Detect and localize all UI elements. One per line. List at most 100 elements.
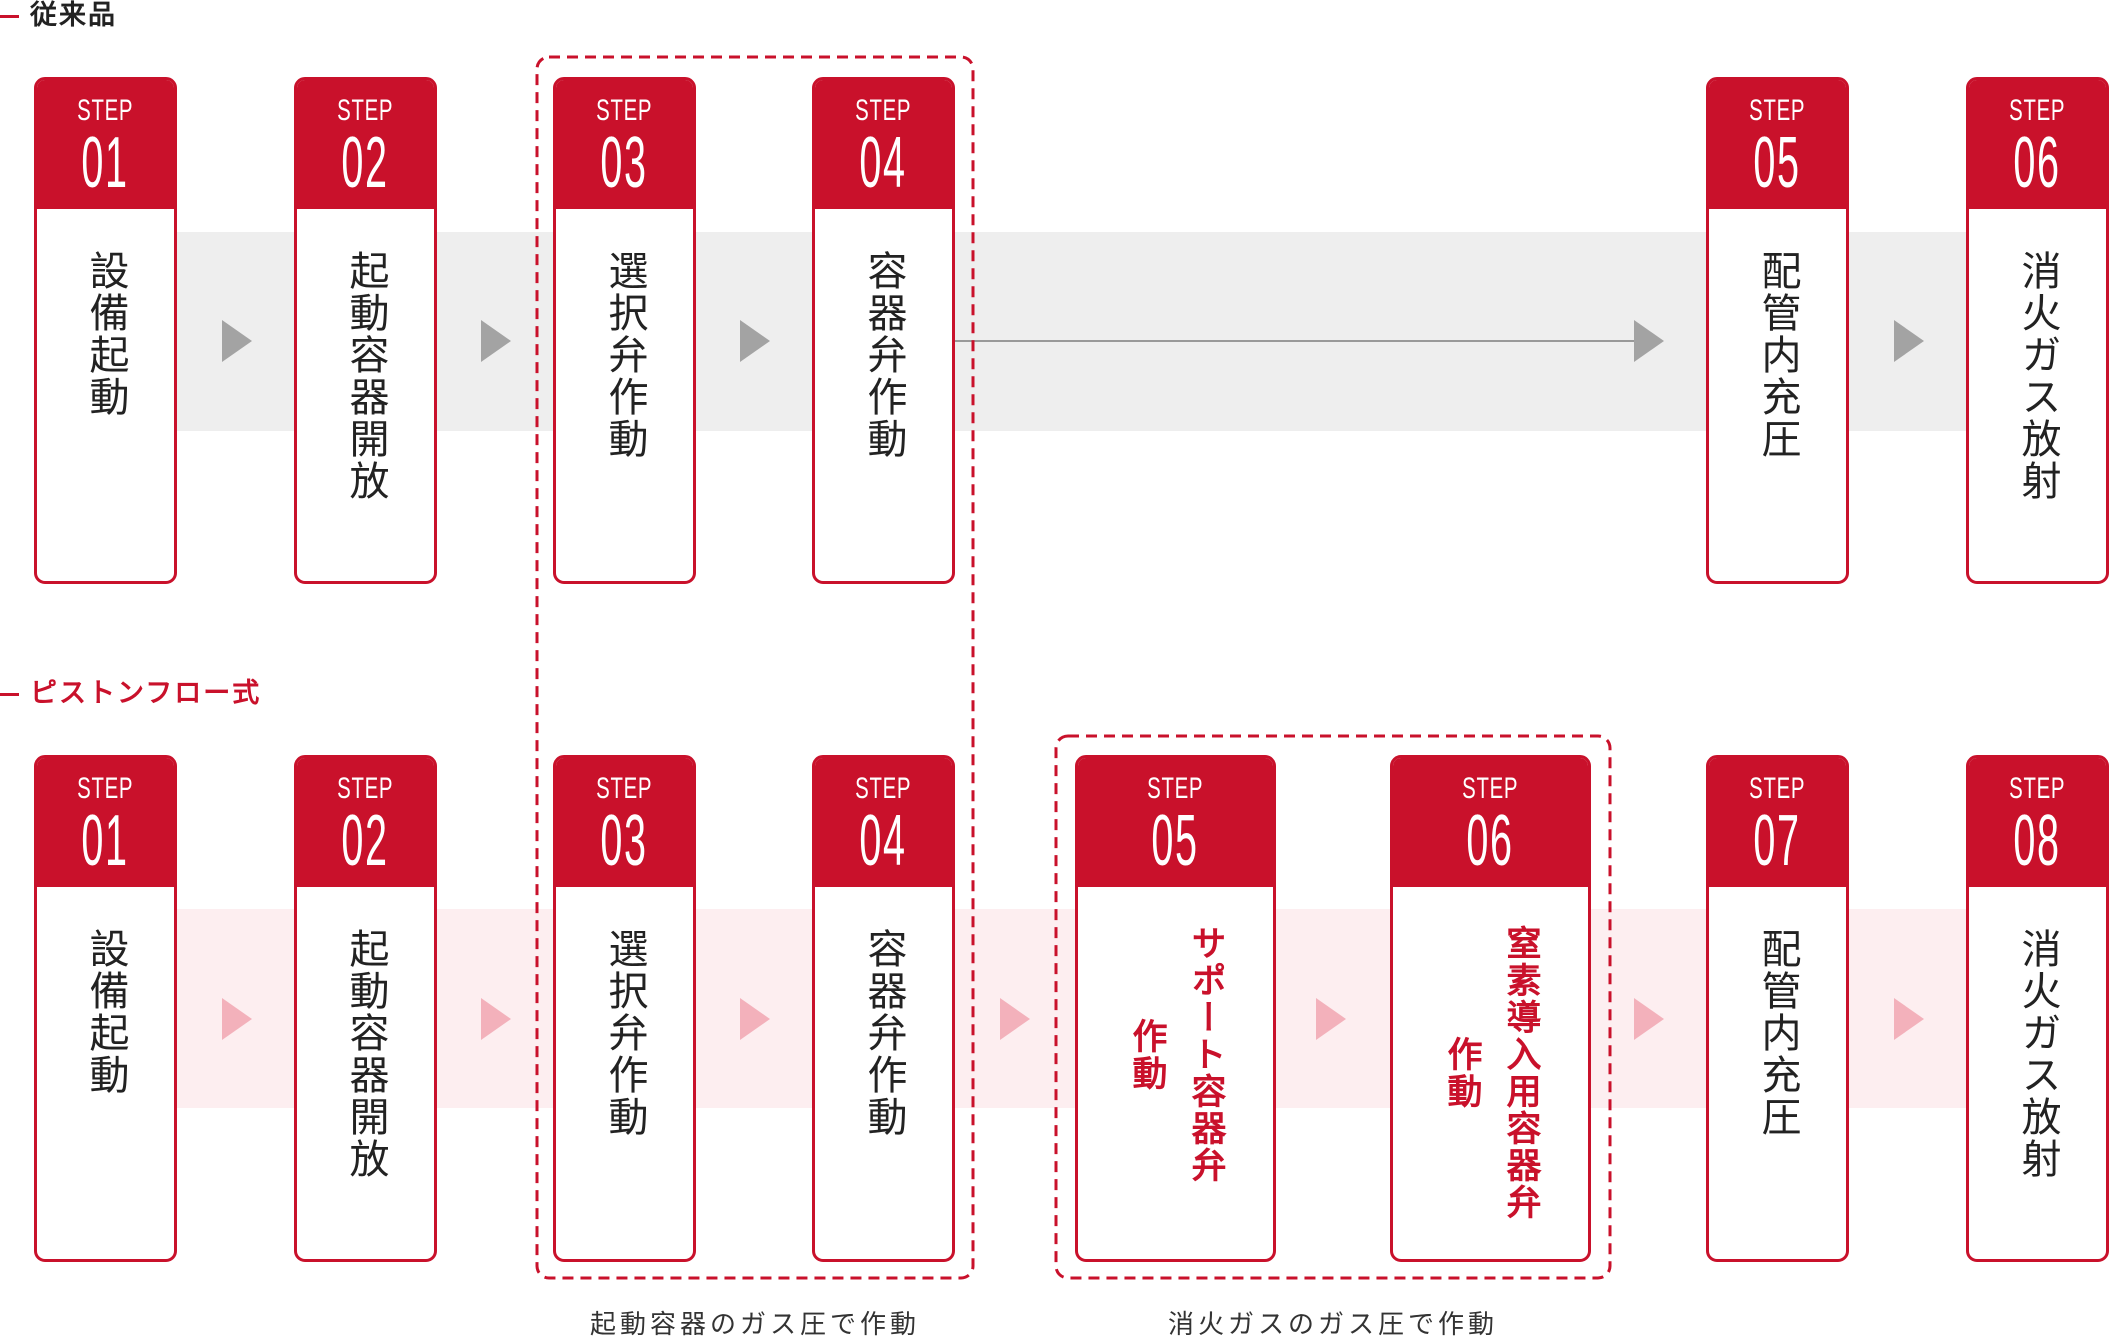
step-label-text: STEP <box>2009 772 2066 805</box>
step-card-header: STEP 06 <box>1969 80 2106 209</box>
step-description-line: 作動 <box>1126 1017 1167 1092</box>
step-label: STEP <box>1969 94 2106 128</box>
step-card-piston-flow-02: STEP 02 起動容器開放 <box>294 755 437 1262</box>
step-card-header: STEP 01 <box>37 758 174 887</box>
step-label-text: STEP <box>77 772 134 805</box>
step-label-text: STEP <box>77 94 134 127</box>
step-card-piston-flow-01: STEP 01 設備起動 <box>34 755 177 1262</box>
step-description-line: サポート容器弁 <box>1185 925 1226 1184</box>
step-card-piston-flow-03: STEP 03 選択弁作動 <box>553 755 696 1262</box>
step-card-piston-flow-08: STEP 08 消火ガス放射 <box>1966 755 2109 1262</box>
section-marker <box>0 692 19 696</box>
step-card-header: STEP 05 <box>1709 80 1846 209</box>
step-number-text: 05 <box>1151 801 1200 881</box>
step-label-text: STEP <box>1749 772 1806 805</box>
step-number-text: 03 <box>600 123 649 203</box>
step-card-piston-flow-07: STEP 07 配管内充圧 <box>1706 755 1849 1262</box>
section-label-conventional: 従来品 <box>0 0 117 32</box>
step-label-text: STEP <box>2009 94 2066 127</box>
group-caption-starter-gas: 起動容器のガス圧で作動 <box>589 1310 920 1340</box>
step-number-text: 04 <box>859 123 908 203</box>
step-card-piston-flow-06: STEP 06 窒素導入用容器弁作動 <box>1390 755 1591 1262</box>
step-number: 06 <box>1393 803 1588 879</box>
step-number: 03 <box>556 803 693 879</box>
step-description: 容器弁作動 <box>860 250 907 460</box>
step-description: 起動容器開放 <box>342 928 389 1180</box>
step-label: STEP <box>297 772 434 806</box>
step-card-conventional-02: STEP 02 起動容器開放 <box>294 77 437 584</box>
step-card-header: STEP 06 <box>1393 758 1588 887</box>
step-number-text: 07 <box>1753 801 1802 881</box>
step-number-text: 08 <box>2013 801 2062 881</box>
step-number: 05 <box>1709 125 1846 201</box>
step-card-conventional-03: STEP 03 選択弁作動 <box>553 77 696 584</box>
step-description: 配管内充圧 <box>1754 250 1801 460</box>
section-marker <box>0 14 19 18</box>
step-description-line: 窒素導入用容器弁 <box>1500 925 1541 1221</box>
step-number-text: 04 <box>859 801 908 881</box>
step-card-piston-flow-04: STEP 04 容器弁作動 <box>812 755 955 1262</box>
step-card-header: STEP 07 <box>1709 758 1846 887</box>
step-label: STEP <box>37 772 174 806</box>
step-description: 設備起動 <box>82 928 129 1096</box>
step-description: 配管内充圧 <box>1754 928 1801 1138</box>
step-number: 07 <box>1709 803 1846 879</box>
step-card-header: STEP 02 <box>297 758 434 887</box>
step-label: STEP <box>1709 772 1846 806</box>
step-card-header: STEP 01 <box>37 80 174 209</box>
step-number: 01 <box>37 125 174 201</box>
flow-skip-line <box>955 340 1634 342</box>
step-number: 05 <box>1078 803 1273 879</box>
step-number: 03 <box>556 125 693 201</box>
step-card-conventional-04: STEP 04 容器弁作動 <box>812 77 955 584</box>
step-card-header: STEP 02 <box>297 80 434 209</box>
step-description: 窒素導入用容器弁作動 <box>1432 925 1550 1221</box>
step-description-line: 作動 <box>1441 1036 1482 1110</box>
step-card-header: STEP 03 <box>556 758 693 887</box>
step-number: 02 <box>297 125 434 201</box>
step-card-header: STEP 04 <box>815 758 952 887</box>
step-label: STEP <box>1969 772 2106 806</box>
step-number-text: 02 <box>341 801 390 881</box>
step-description: 容器弁作動 <box>860 928 907 1138</box>
step-number-text: 03 <box>600 801 649 881</box>
step-description: 消火ガス放射 <box>2014 928 2061 1180</box>
step-number: 06 <box>1969 125 2106 201</box>
step-description: 選択弁作動 <box>601 928 648 1138</box>
section-title: ピストンフロー式 <box>30 678 262 709</box>
step-label: STEP <box>297 94 434 128</box>
step-description: 選択弁作動 <box>601 250 648 460</box>
step-label: STEP <box>1709 94 1846 128</box>
step-card-header: STEP 04 <box>815 80 952 209</box>
step-card-header: STEP 05 <box>1078 758 1273 887</box>
step-number-text: 02 <box>341 123 390 203</box>
step-number-text: 01 <box>81 801 130 881</box>
step-label-text: STEP <box>337 94 394 127</box>
step-number-text: 06 <box>1466 801 1515 881</box>
step-number: 02 <box>297 803 434 879</box>
step-number-text: 05 <box>1753 123 1802 203</box>
group-caption-extinguishing-gas: 消火ガスのガス圧で作動 <box>1167 1310 1498 1340</box>
step-number: 04 <box>815 125 952 201</box>
step-label: STEP <box>37 94 174 128</box>
section-title: 従来品 <box>30 0 117 31</box>
step-card-header: STEP 03 <box>556 80 693 209</box>
step-number: 04 <box>815 803 952 879</box>
step-description: 設備起動 <box>82 250 129 418</box>
step-card-header: STEP 08 <box>1969 758 2106 887</box>
step-label-text: STEP <box>1749 94 1806 127</box>
step-description: 起動容器開放 <box>342 250 389 502</box>
step-card-conventional-06: STEP 06 消火ガス放射 <box>1966 77 2109 584</box>
step-card-conventional-01: STEP 01 設備起動 <box>34 77 177 584</box>
step-label-text: STEP <box>337 772 394 805</box>
step-card-piston-flow-05: STEP 05 サポート容器弁作動 <box>1075 755 1276 1262</box>
step-card-conventional-05: STEP 05 配管内充圧 <box>1706 77 1849 584</box>
step-number: 01 <box>37 803 174 879</box>
step-description: 消火ガス放射 <box>2014 250 2061 502</box>
step-description: サポート容器弁作動 <box>1117 925 1235 1184</box>
step-number-text: 01 <box>81 123 130 203</box>
step-number: 08 <box>1969 803 2106 879</box>
step-number-text: 06 <box>2013 123 2062 203</box>
section-label-piston-flow: ピストンフロー式 <box>0 678 261 710</box>
